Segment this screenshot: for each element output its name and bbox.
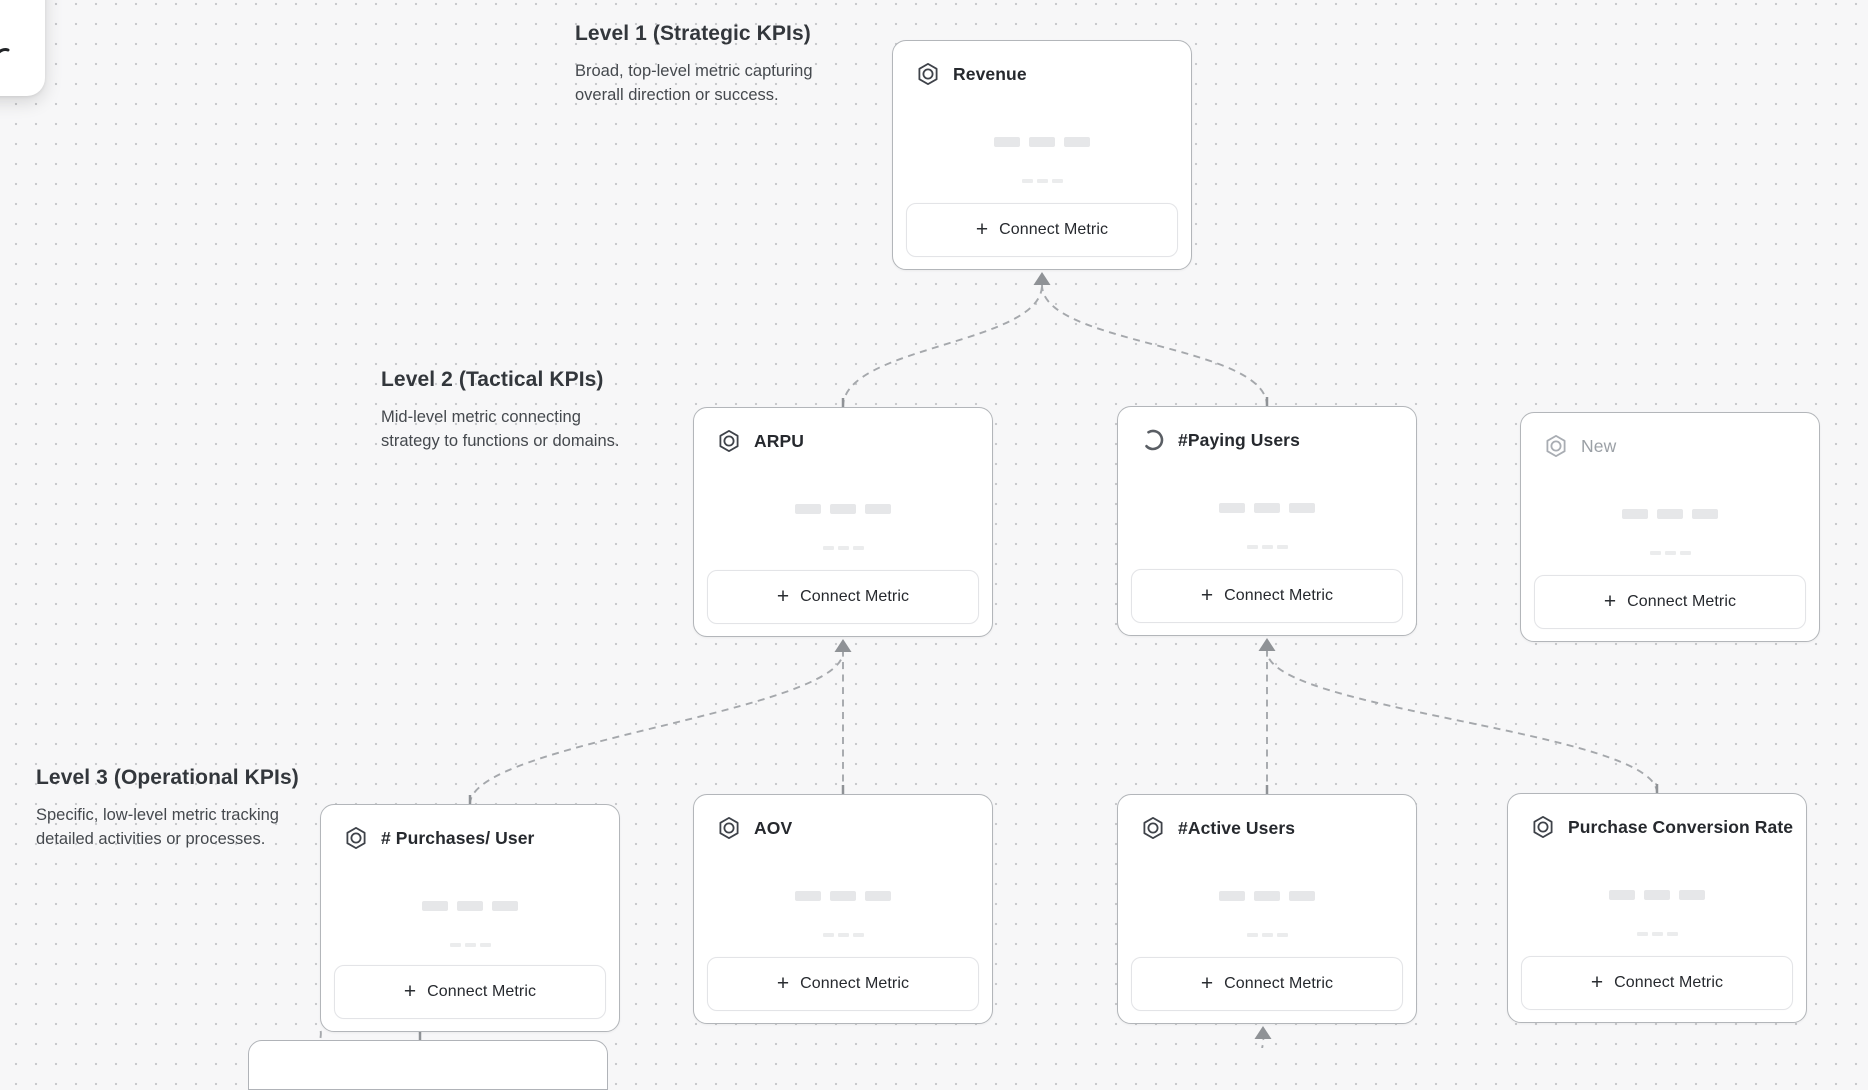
connect-metric-label: Connect Metric (999, 221, 1109, 238)
plus-icon: + (975, 217, 989, 241)
level-header-2: Level 2 (Tactical KPIs) Mid-level metric … (381, 368, 631, 454)
metric-card-paying-users[interactable]: #Paying Users + Connect Metric (1117, 406, 1417, 636)
skeleton-dashes (1508, 932, 1806, 936)
metric-card-title: # Purchases/ User (381, 827, 535, 848)
level-title: Level 1 (Strategic KPIs) (575, 22, 811, 45)
skeleton-dashes (1118, 933, 1416, 937)
skeleton-bars (321, 901, 619, 911)
connect-metric-button[interactable]: + Connect Metric (906, 203, 1178, 257)
plus-icon: + (776, 584, 790, 608)
metric-card-new[interactable]: New + Connect Metric (1520, 412, 1820, 642)
connect-metric-button[interactable]: + Connect Metric (334, 965, 606, 1019)
edge-path (1041, 284, 1268, 407)
level-header-3: Level 3 (Operational KPIs) Specific, low-… (36, 766, 304, 852)
metric-card-title: Revenue (953, 63, 1027, 84)
connect-metric-label: Connect Metric (1224, 975, 1334, 992)
metric-card-header: # Purchases/ User (321, 805, 619, 851)
metric-hexagon-icon (915, 61, 941, 87)
edge-path (842, 284, 1043, 408)
metric-hexagon-icon (716, 815, 742, 841)
metric-card-header: New (1521, 413, 1819, 459)
metric-card-purchases-per-user[interactable]: # Purchases/ User + Connect Metric (320, 804, 620, 1032)
skeleton-bars (1521, 509, 1819, 519)
connect-metric-button[interactable]: + Connect Metric (1131, 569, 1403, 623)
metric-card-header: #Active Users (1118, 795, 1416, 841)
metric-card-active-users[interactable]: #Active Users + Connect Metric (1117, 794, 1417, 1024)
metric-card-header: ARPU (694, 408, 992, 454)
skeleton-dashes (694, 546, 992, 550)
skeleton-bars (1118, 503, 1416, 513)
level-header-1: Level 1 (Strategic KPIs) Broad, top-level… (575, 22, 833, 108)
metric-card-arpu[interactable]: ARPU + Connect Metric (693, 407, 993, 637)
metric-hexagon-icon (1530, 814, 1556, 840)
metric-hexagon-icon (716, 428, 742, 454)
skeleton-dashes (694, 933, 992, 937)
connect-metric-button[interactable]: + Connect Metric (1521, 956, 1793, 1010)
connect-metric-label: Connect Metric (427, 983, 537, 1000)
plus-icon: + (1200, 583, 1214, 607)
metric-card-title: #Active Users (1178, 817, 1296, 838)
skeleton-bars (893, 137, 1191, 147)
level-subtitle: Specific, low-level metric tracking deta… (36, 806, 279, 848)
plus-icon: + (403, 979, 417, 1003)
connect-metric-label: Connect Metric (1627, 593, 1737, 610)
edge-arrowhead (1254, 1026, 1272, 1039)
plus-icon: + (776, 971, 790, 995)
skeleton-dashes (1521, 551, 1819, 555)
connect-metric-button[interactable]: + Connect Metric (1131, 957, 1403, 1011)
level-title: Level 3 (Operational KPIs) (36, 766, 299, 789)
skeleton-bars (694, 891, 992, 901)
plus-icon: + (1590, 970, 1604, 994)
connect-metric-button[interactable]: + Connect Metric (707, 957, 979, 1011)
metric-hexagon-icon (1140, 815, 1166, 841)
plus-icon: + (1603, 589, 1617, 613)
metric-card-title: Purchase Conversion Rate (1568, 816, 1794, 837)
metric-hexagon-icon (1543, 433, 1569, 459)
skeleton-bars (1118, 891, 1416, 901)
metric-hexagon-icon (343, 825, 369, 851)
metric-card-revenue[interactable]: Revenue + Connect Metric (892, 40, 1192, 270)
metric-card-header: Revenue (893, 41, 1191, 87)
skeleton-dashes (893, 179, 1191, 183)
skeleton-dashes (1118, 545, 1416, 549)
connect-metric-label: Connect Metric (800, 975, 910, 992)
skeleton-dashes (321, 943, 619, 947)
metric-card-title: New (1581, 435, 1617, 456)
toolbar-button[interactable] (0, 0, 45, 96)
connect-metric-label: Connect Metric (1224, 587, 1334, 604)
connect-metric-label: Connect Metric (800, 588, 910, 605)
skeleton-bars (1508, 890, 1806, 900)
metric-card-header: #Paying Users (1118, 407, 1416, 453)
edge-path (1266, 650, 1658, 794)
metric-card-title: AOV (754, 817, 793, 838)
edge-arrowhead (1033, 272, 1051, 285)
level-subtitle: Mid-level metric connecting strategy to … (381, 408, 620, 450)
metric-card-title: ARPU (754, 430, 804, 451)
connect-metric-button[interactable]: + Connect Metric (1534, 575, 1806, 629)
connect-metric-label: Connect Metric (1614, 974, 1724, 991)
connect-metric-button[interactable]: + Connect Metric (707, 570, 979, 624)
metric-card-title: #Paying Users (1178, 429, 1300, 450)
skeleton-bars (694, 504, 992, 514)
edge-path (469, 651, 844, 805)
edge-arrowhead (1258, 638, 1276, 651)
edge-arrowhead (834, 639, 852, 652)
metric-card-purchase-conversion-rate[interactable]: Purchase Conversion Rate + Connect Metric (1507, 793, 1807, 1023)
metric-card-header: Purchase Conversion Rate (1508, 794, 1806, 840)
metric-card-header: AOV (694, 795, 992, 841)
edge-path (1261, 1038, 1265, 1048)
level-subtitle: Broad, top-level metric capturing overal… (575, 62, 813, 104)
metric-card-aov[interactable]: AOV + Connect Metric (693, 794, 993, 1024)
spinner-icon (1140, 427, 1166, 453)
plus-icon: + (1200, 971, 1214, 995)
level-title: Level 2 (Tactical KPIs) (381, 368, 604, 391)
